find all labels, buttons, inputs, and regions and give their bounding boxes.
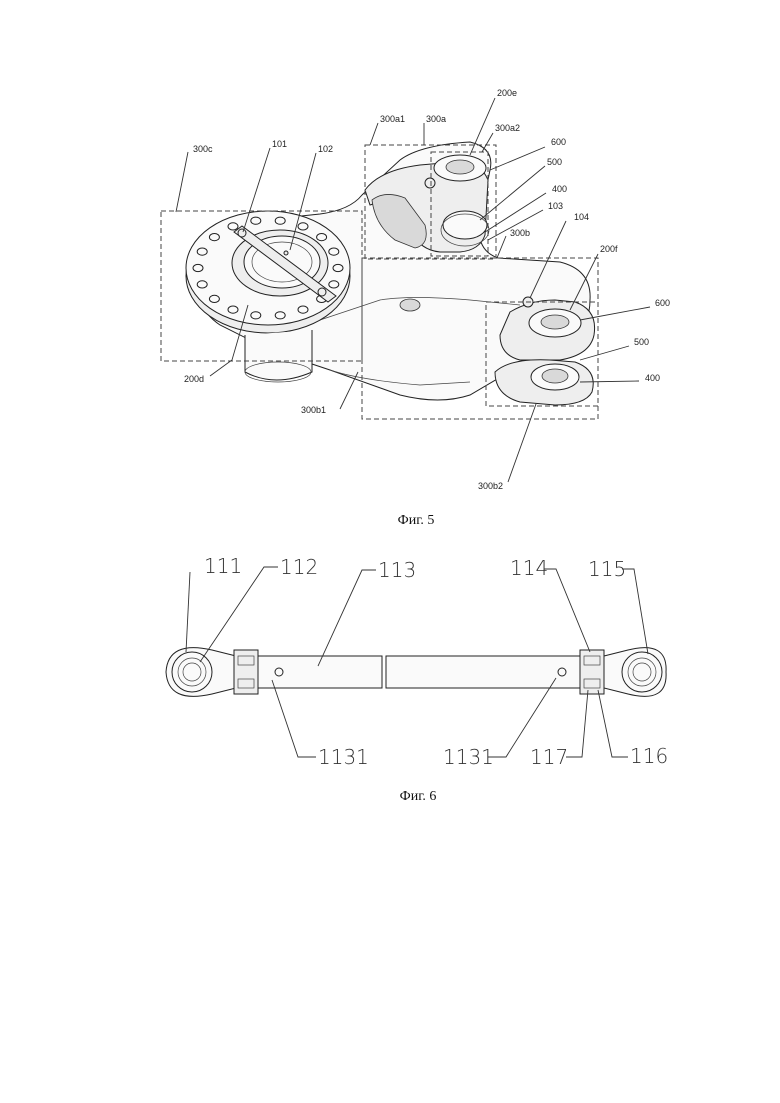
flange-bolt-hole (228, 223, 238, 230)
label-500-lower: 500 (634, 337, 649, 347)
label-104: 104 (574, 212, 589, 222)
upper-bushing-bore (446, 160, 474, 174)
label-300b2: 300b2 (478, 481, 503, 491)
figure-6-caption: Фиг. 6 (400, 789, 437, 804)
label-115: 115 (588, 557, 626, 581)
flange-bolt-hole (275, 217, 285, 224)
flange-bolt-hole (209, 295, 219, 302)
label-103: 103 (548, 201, 563, 211)
flange-bolt-hole (209, 234, 219, 241)
vent-hole-right (558, 668, 566, 676)
label-117: 117 (530, 745, 568, 769)
flange-bolt-hole (251, 312, 261, 319)
label-300a2: 300a2 (495, 123, 520, 133)
label-300a1: 300a1 (380, 114, 405, 124)
vent-hole-left (275, 668, 283, 676)
clamp-right (580, 650, 604, 694)
label-300a: 300a (426, 114, 446, 124)
label-111: 111 (204, 554, 242, 578)
label-600-lower: 600 (655, 298, 670, 308)
center-mark (284, 251, 288, 255)
label-200f: 200f (600, 244, 618, 254)
flange-bolt-hole (298, 223, 308, 230)
clamp-left (234, 650, 258, 694)
flange-bolt-hole (193, 264, 203, 271)
lower-bushing-bore (541, 315, 569, 329)
label-300b1: 300b1 (301, 405, 326, 415)
label-1131-right: 1131 (443, 745, 494, 769)
label-102: 102 (318, 144, 333, 154)
flange-bolt-hole (197, 281, 207, 288)
bolt-103 (425, 178, 435, 188)
label-116: 116 (630, 744, 668, 768)
clamp-bolt-1 (238, 229, 246, 237)
label-400-upper: 400 (552, 184, 567, 194)
clamp-bolt-2 (318, 288, 326, 296)
shaft-200d (245, 330, 312, 380)
flange-bolt-hole (329, 281, 339, 288)
label-500-upper: 500 (547, 157, 562, 167)
label-1131-left: 1131 (318, 745, 369, 769)
label-101: 101 (272, 139, 287, 149)
label-113: 113 (378, 558, 416, 582)
label-600-upper: 600 (551, 137, 566, 147)
flange-bolt-hole (275, 312, 285, 319)
flange-bolt-hole (317, 234, 327, 241)
figure-5-caption: Фиг. 5 (398, 513, 435, 528)
label-300c: 300c (193, 144, 213, 154)
label-200d: 200d (184, 374, 204, 384)
flange-bolt-hole (333, 264, 343, 271)
figure-6: 111 112 113 114 115 1131 1131 117 116 Фи… (166, 554, 668, 804)
label-112: 112 (280, 555, 318, 579)
flange-bolt-hole (251, 217, 261, 224)
lower-bushing-400-bore (542, 369, 568, 383)
flange-bolt-hole (298, 306, 308, 313)
label-300b: 300b (510, 228, 530, 238)
figure-5: 300c 101 102 300a1 300a 200e 300a2 600 5… (161, 88, 670, 528)
flange-bolt-hole (329, 248, 339, 255)
plate-hole (400, 299, 420, 311)
label-114: 114 (510, 556, 548, 580)
label-200e: 200e (497, 88, 517, 98)
upper-bushing-500 (443, 211, 487, 239)
label-400-lower: 400 (645, 373, 660, 383)
flange-bolt-hole (228, 306, 238, 313)
flange-bolt-hole (197, 248, 207, 255)
